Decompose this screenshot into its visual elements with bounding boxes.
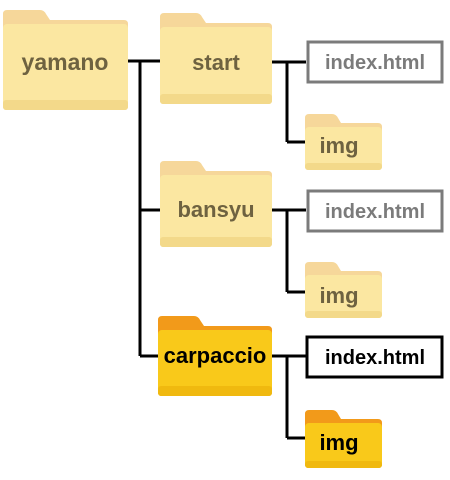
file-box (306, 40, 444, 84)
file-bansyu-index-label: index.html (325, 201, 425, 223)
folder-base (158, 386, 272, 396)
folder-body (305, 275, 382, 318)
root-folder-label: yamano (22, 49, 109, 75)
folder-body (305, 127, 382, 170)
subfolder-bansyu-img-label: img (319, 283, 358, 308)
folder-base (160, 94, 272, 104)
folder-base (305, 461, 382, 468)
file-carpaccio-index[interactable]: index.html (305, 335, 444, 379)
folder-base (305, 163, 382, 170)
folder-body (160, 175, 272, 247)
folder-base (305, 311, 382, 318)
file-box (306, 189, 444, 233)
folder-start-label: start (192, 50, 240, 75)
folder-start[interactable]: start (160, 13, 272, 104)
file-start-index[interactable]: index.html (306, 40, 444, 84)
root-folder[interactable]: yamano (3, 10, 128, 110)
subfolder-carpaccio-img-label: img (319, 430, 358, 455)
subfolder-carpaccio-img[interactable]: img (305, 410, 382, 468)
folder-bansyu[interactable]: bansyu (160, 161, 272, 247)
folder-carpaccio[interactable]: carpaccio (158, 316, 272, 396)
folder-bansyu-label: bansyu (177, 197, 254, 222)
subfolder-start-img[interactable]: img (305, 114, 382, 170)
tree-connectors (128, 59, 306, 440)
folder-body (305, 423, 382, 468)
folder-base (160, 237, 272, 247)
file-carpaccio-index-label: index.html (325, 347, 425, 369)
folder-body (160, 27, 272, 104)
folder-carpaccio-label: carpaccio (164, 343, 267, 368)
folder-body (3, 24, 128, 110)
subfolder-bansyu-img[interactable]: img (305, 262, 382, 318)
file-start-index-label: index.html (325, 52, 425, 74)
folder-base (3, 100, 128, 110)
file-bansyu-index[interactable]: index.html (306, 189, 444, 233)
subfolder-start-img-label: img (319, 133, 358, 158)
folder-body (158, 330, 272, 396)
file-box (305, 335, 444, 379)
